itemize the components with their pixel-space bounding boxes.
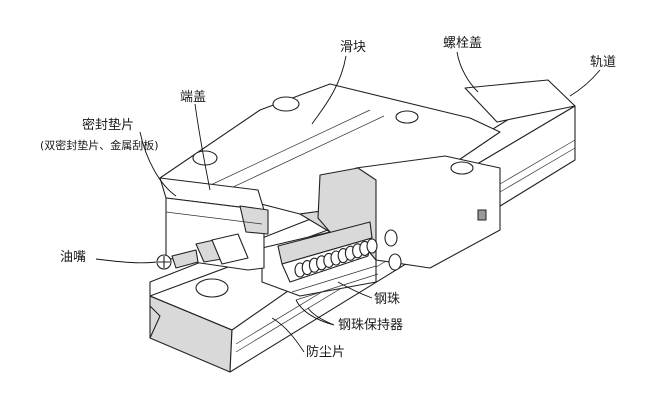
label-slider: 滑块 — [340, 40, 367, 55]
slider-block — [159, 83, 501, 297]
label-dust-seal: 防尘片 — [306, 345, 346, 360]
ball-chain — [277, 221, 379, 301]
steel-ball — [366, 238, 378, 254]
grease-nipple — [156, 233, 249, 270]
label-seal-note: (双密封垫片、金属刮板) — [40, 139, 159, 152]
label-steel-ball: 钢珠 — [374, 292, 401, 307]
label-seal: 密封垫片 — [82, 118, 135, 133]
label-bolt-cap: 螺栓盖 — [443, 36, 483, 51]
label-end-cap: 端盖 — [180, 90, 207, 105]
label-rail: 轨道 — [590, 55, 617, 70]
label-ball-retainer: 钢珠保持器 — [338, 318, 404, 333]
label-grease-nipple: 油嘴 — [60, 250, 87, 265]
